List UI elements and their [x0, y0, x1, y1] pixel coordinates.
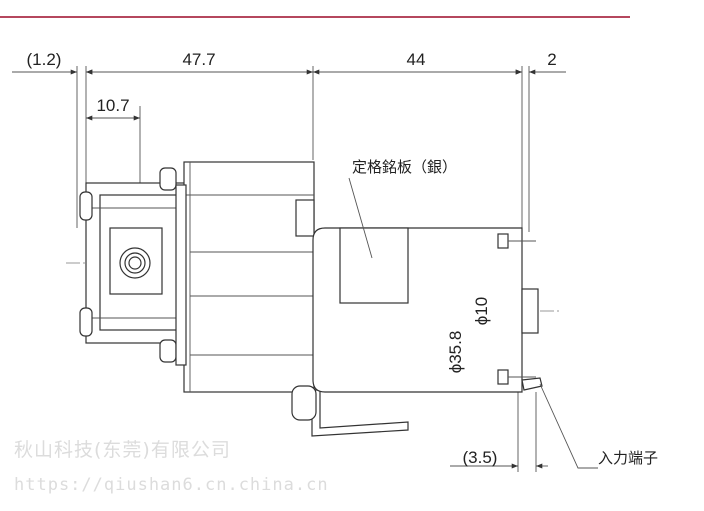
dim-44: 44 — [407, 50, 426, 69]
dim-47-7: 47.7 — [182, 50, 215, 69]
dim-diameter-35-8: ϕ35.8 — [446, 331, 465, 374]
dim-10-7: 10.7 — [96, 96, 129, 115]
nameplate-label: 定格銘板（銀） — [352, 158, 457, 176]
nameplate-area — [339, 227, 409, 304]
dim-1-2: (1.2) — [27, 50, 62, 69]
gearbox — [175, 161, 409, 437]
motor-body — [312, 227, 543, 393]
input-terminal-label: 入力端子 — [598, 449, 658, 467]
pump-head — [79, 167, 187, 363]
dim-diameter-10: ϕ10 — [472, 297, 491, 325]
dim-2: 2 — [547, 50, 556, 69]
extension-lines — [76, 66, 537, 472]
dim-3-5: (3.5) — [463, 448, 498, 467]
input-terminal-tab — [521, 377, 543, 391]
watermark-url: https://qiushan6.cn.china.cn — [14, 475, 329, 495]
watermark-company: 秋山科技(东莞)有限公司 — [14, 439, 231, 461]
leader-lines — [348, 177, 598, 469]
output-shaft — [521, 288, 539, 334]
